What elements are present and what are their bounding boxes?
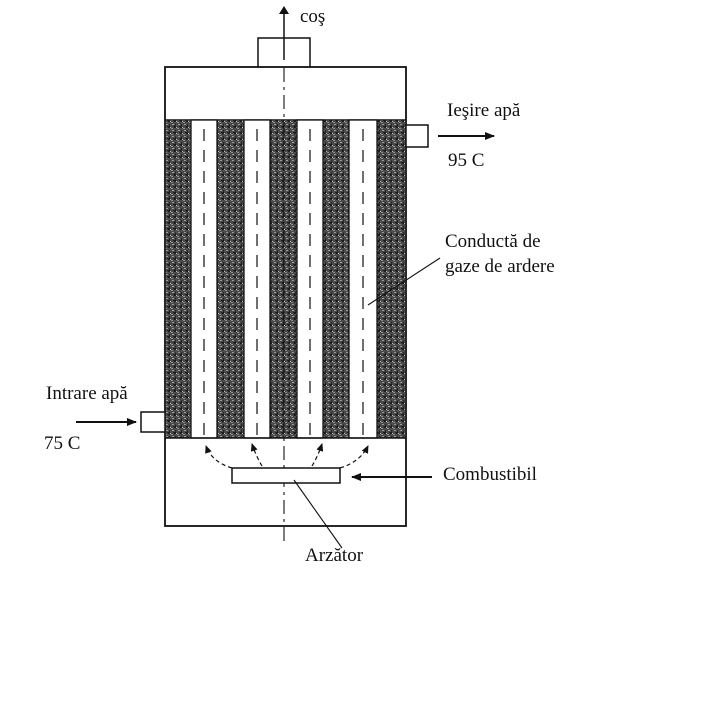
chimney — [257, 6, 311, 69]
water-jacket — [166, 120, 405, 438]
gas-flow-arrows — [205, 443, 369, 469]
flue-duct-label-line2: gaze de ardere — [445, 256, 555, 277]
water-inlet-pipe — [140, 411, 166, 433]
flue-duct-leader — [367, 257, 441, 306]
fuel-label: Combustibil — [443, 464, 537, 485]
water-in-temp-label: 75 C — [44, 433, 81, 454]
water-out-temp-label: 95 C — [448, 150, 485, 171]
water-outlet-pipe — [405, 124, 429, 148]
duct-flow-lines — [203, 125, 364, 435]
flue-duct-label-line1: Conductă de — [445, 231, 541, 252]
burner-label: Arzător — [305, 545, 364, 566]
burner — [231, 467, 341, 484]
burner-leader — [293, 479, 343, 549]
water-in-label: Intrare apă — [46, 383, 128, 404]
chimney-label: coş — [300, 6, 326, 27]
water-out-label: Ieşire apă — [447, 100, 521, 121]
